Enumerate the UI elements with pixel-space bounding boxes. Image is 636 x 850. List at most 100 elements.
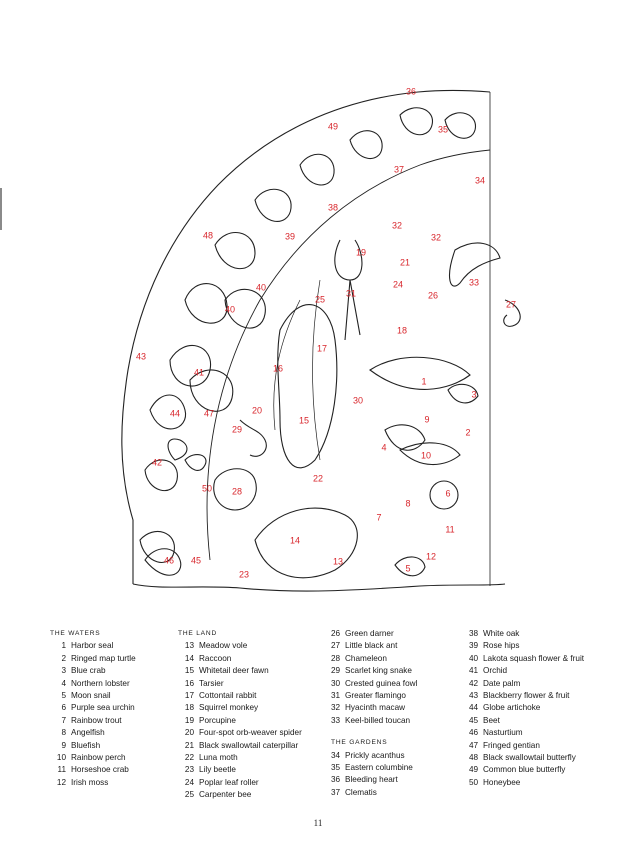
legend-entry-label: Tarsier (199, 678, 224, 688)
legend-entry: 4 Northern lobster (50, 678, 200, 690)
legend-entry-label: Nasturtium (483, 728, 523, 738)
legend-entry-label: Carpenter bee (199, 790, 252, 800)
legend-entry-number: 33 (331, 715, 341, 725)
illustration-number-label: 27 (506, 299, 516, 309)
leaf-motif (149, 394, 187, 430)
legend-entry-number: 2 (61, 653, 66, 663)
legend-entry-label: Blue crab (71, 666, 106, 676)
legend-entry-label: Cottontail rabbit (199, 690, 257, 700)
legend-entry-label: Green darner (345, 629, 394, 638)
illustration-number-label: 49 (328, 121, 338, 131)
legend-entry-number: 41 (469, 666, 479, 676)
legend-entry-label: Prickly acanthus (345, 750, 405, 760)
leaf-motif (214, 231, 256, 270)
illustration-number-label: 9 (424, 414, 429, 424)
legend-entry: 2 Ringed map turtle (50, 653, 200, 665)
inner-arc (206, 149, 491, 561)
legend-entry-number: 30 (331, 678, 341, 688)
legend-entry-number: 28 (331, 653, 341, 663)
illustration-number-label: 48 (203, 230, 213, 240)
legend-entry-label: Fringed gentian (483, 740, 540, 750)
toucan-shape (449, 242, 501, 287)
section-title-waters: THE WATERS (50, 630, 101, 637)
legend-entry-label: Northern lobster (71, 678, 130, 688)
illustration-number-label: 1 (421, 376, 426, 386)
legend-entry-label: Bleeding heart (345, 775, 398, 785)
illustration-number-label: 38 (328, 202, 338, 212)
illustration-number-label: 20 (252, 405, 262, 415)
legend-entry-number: 36 (331, 775, 341, 785)
legend-entry-label: Little black ant (345, 641, 398, 651)
illustration-number-label: 18 (397, 325, 407, 335)
legend-entry-number: 12 (56, 777, 66, 787)
legend-entry-label: Porcupine (199, 715, 236, 725)
legend-entry-label: Beet (483, 715, 500, 725)
legend-entry-number: 23 (184, 765, 194, 775)
legend-entry-number: 31 (331, 690, 341, 700)
legend-entry-label: Globe artichoke (483, 703, 541, 713)
legend-entry-label: Date palm (483, 678, 521, 688)
legend-entry-label: Scarlet king snake (345, 666, 412, 676)
monkey-tail (503, 299, 521, 327)
legend-entry-number: 17 (184, 690, 194, 700)
butterfly-shape (167, 438, 207, 471)
legend-entry-label: Ringed map turtle (71, 653, 136, 663)
illustration-number-label: 32 (431, 232, 441, 242)
legend-entry-number: 26 (331, 629, 341, 638)
legend-entry-label: White oak (483, 629, 520, 638)
legend-entry-number: 4 (61, 678, 66, 688)
legend-entry-number: 47 (469, 740, 479, 750)
legend-entry-label: Bluefish (71, 740, 101, 750)
flamingo-shape (334, 239, 363, 341)
legend-entry-label: Irish moss (71, 777, 109, 787)
legend-entry-label: Black swallowtail caterpillar (199, 740, 299, 750)
legend-entry-number: 1 (61, 641, 66, 651)
illustration-outline (121, 89, 521, 592)
leaf-motif (349, 130, 383, 159)
legend-entry-number: 34 (331, 750, 341, 760)
legend-entry-label: Eastern columbine (345, 762, 413, 772)
illustration-number-label: 22 (313, 473, 323, 483)
section-title-gardens: THE GARDENS (331, 739, 388, 747)
legend-entry-number: 8 (61, 728, 66, 738)
legend-entry-label: Blackberry flower & fruit (483, 690, 570, 700)
legend-entry-number: 25 (184, 790, 194, 800)
legend-entry-number: 15 (184, 666, 194, 676)
legend-entry-number: 45 (469, 715, 479, 725)
illustration-number-label: 47 (204, 408, 214, 418)
illustration-number-label: 46 (164, 555, 174, 565)
legend-entry-number: 35 (331, 762, 341, 772)
illustration-number-label: 23 (239, 569, 249, 579)
legend-entry-number: 14 (184, 653, 194, 663)
illustration-number-label: 21 (400, 257, 410, 267)
illustration-number-label: 28 (232, 486, 242, 496)
legend-entry-number: 27 (331, 641, 341, 651)
leaf-motif (189, 369, 234, 412)
illustration-number-label: 3 (471, 389, 476, 399)
chameleon-shape (213, 468, 257, 511)
page-edge-mark (0, 188, 5, 230)
legend-entry-label: Whitetail deer fawn (199, 666, 269, 676)
legend-entry-number: 44 (469, 703, 479, 713)
legend-entry-label: Moon snail (71, 690, 111, 700)
illustration-number-label: 16 (273, 363, 283, 373)
